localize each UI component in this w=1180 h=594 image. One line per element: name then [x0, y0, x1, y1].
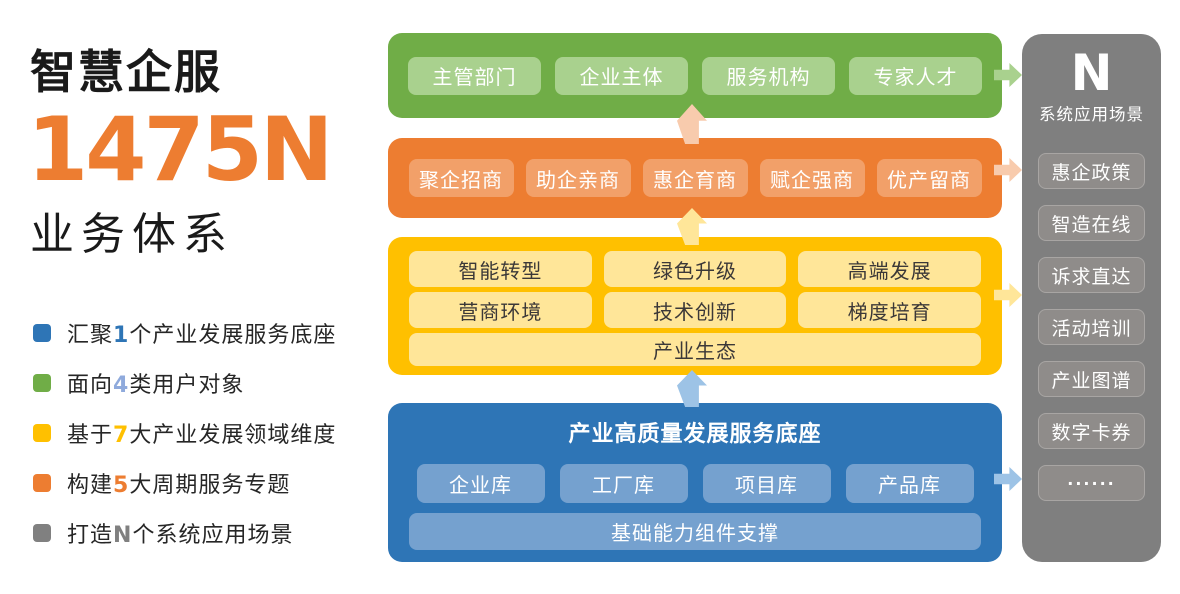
legend-suffix: 类用户对象	[129, 373, 245, 398]
arrow-up-blue-to-yellow-icon	[677, 370, 707, 407]
db-pill-project: 项目库	[702, 464, 831, 503]
db-pill-product: 产品库	[845, 464, 974, 503]
layer-users: 主管部门 企业主体 服务机构 专家人才	[388, 33, 1002, 118]
scene-pill-more: ······	[1038, 465, 1145, 501]
legend-swatch-green	[33, 374, 51, 392]
user-pill-service-org: 服务机构	[702, 56, 835, 95]
legend-prefix: 面向	[67, 373, 114, 398]
scenes-panel: N 系统应用场景 惠企政策 智造在线 诉求直达 活动培训 产业图谱 数字卡券 ·…	[1022, 34, 1161, 562]
domain-pill-6: 梯度培育	[798, 292, 982, 328]
scene-pill-smart-mfg: 智造在线	[1038, 205, 1145, 241]
domain-pill-2: 绿色升级	[603, 251, 787, 287]
legend: 汇聚1个产业发展服务底座 面向4类用户对象 基于7大产业发展领域维度 构建5大周…	[33, 308, 336, 558]
scene-pill-training: 活动培训	[1038, 309, 1145, 345]
domain-pill-3: 高端发展	[798, 251, 982, 287]
legend-highlight: 1	[113, 323, 130, 348]
domain-pill-5: 技术创新	[603, 292, 787, 328]
subtitle: 业务体系	[30, 209, 234, 260]
domain-row-1: 智能转型 绿色升级 高端发展	[409, 251, 982, 287]
legend-suffix: 大产业发展领域维度	[129, 423, 337, 448]
layer-service-base: 产业高质量发展服务底座 企业库 工厂库 项目库 产品库 基础能力组件支撑	[388, 403, 1002, 562]
user-pill-enterprise: 企业主体	[555, 56, 688, 95]
db-pill-enterprise: 企业库	[416, 464, 545, 503]
legend-swatch-blue	[33, 324, 51, 342]
legend-highlight: 7	[113, 423, 130, 448]
legend-highlight: N	[113, 523, 133, 548]
legend-prefix: 打造	[67, 523, 114, 548]
legend-item-users: 面向4类用户对象	[33, 358, 336, 408]
legend-highlight: 4	[113, 373, 130, 398]
legend-swatch-yellow	[33, 424, 51, 442]
scene-pill-policy: 惠企政策	[1038, 153, 1145, 189]
legend-swatch-gray	[33, 524, 51, 542]
scene-pill-industry-map: 产业图谱	[1038, 361, 1145, 397]
layer-cycle-topics: 聚企招商 助企亲商 惠企育商 赋企强商 优产留商	[388, 138, 1002, 218]
service-base-title: 产业高质量发展服务底座	[568, 422, 822, 447]
user-pill-experts: 专家人才	[849, 56, 982, 95]
title-1475n: 1475N	[27, 98, 334, 201]
domain-pill-ecosystem: 产业生态	[409, 333, 981, 366]
legend-label: 构建5大周期服务专题	[67, 467, 290, 499]
legend-label: 汇聚1个产业发展服务底座	[67, 317, 336, 349]
cycle-pill-3: 惠企育商	[642, 159, 748, 197]
legend-prefix: 基于	[67, 423, 114, 448]
domain-pill-4: 营商环境	[409, 292, 592, 328]
legend-label: 打造N个系统应用场景	[67, 517, 293, 549]
legend-item-base: 汇聚1个产业发展服务底座	[33, 308, 336, 358]
scene-pill-digital-coupon: 数字卡券	[1038, 413, 1145, 449]
base-capability-pill: 基础能力组件支撑	[409, 513, 981, 550]
legend-item-cycles: 构建5大周期服务专题	[33, 458, 336, 508]
legend-suffix: 个产业发展服务底座	[129, 323, 337, 348]
legend-item-scenes: 打造N个系统应用场景	[33, 508, 336, 558]
db-pill-factory: 工厂库	[559, 464, 688, 503]
legend-label: 基于7大产业发展领域维度	[67, 417, 336, 449]
legend-item-domains: 基于7大产业发展领域维度	[33, 408, 336, 458]
legend-swatch-orange	[33, 474, 51, 492]
cycle-pill-1: 聚企招商	[408, 159, 514, 197]
legend-prefix: 汇聚	[67, 323, 114, 348]
cycle-pill-5: 优产留商	[876, 159, 982, 197]
layer-domains: 智能转型 绿色升级 高端发展 营商环境 技术创新 梯度培育 产业生态	[388, 237, 1002, 375]
domain-row-2: 营商环境 技术创新 梯度培育	[409, 292, 982, 328]
scenes-subtitle: 系统应用场景	[1039, 105, 1144, 124]
legend-label: 面向4类用户对象	[67, 367, 244, 399]
cycle-pill-4: 赋企强商	[759, 159, 865, 197]
database-row: 企业库 工厂库 项目库 产品库	[409, 464, 981, 503]
scenes-count-label: N	[1070, 44, 1113, 102]
legend-suffix: 个系统应用场景	[132, 523, 294, 548]
legend-prefix: 构建	[67, 473, 114, 498]
scene-pill-appeals: 诉求直达	[1038, 257, 1145, 293]
main-title: 智慧企服	[30, 45, 222, 99]
cycle-pill-2: 助企亲商	[525, 159, 631, 197]
scenes-list: 惠企政策 智造在线 诉求直达 活动培训 产业图谱 数字卡券 ······	[1038, 153, 1145, 501]
legend-suffix: 大周期服务专题	[129, 473, 291, 498]
domain-pill-1: 智能转型	[409, 251, 592, 287]
legend-highlight: 5	[113, 473, 130, 498]
user-pill-authority: 主管部门	[408, 56, 541, 95]
